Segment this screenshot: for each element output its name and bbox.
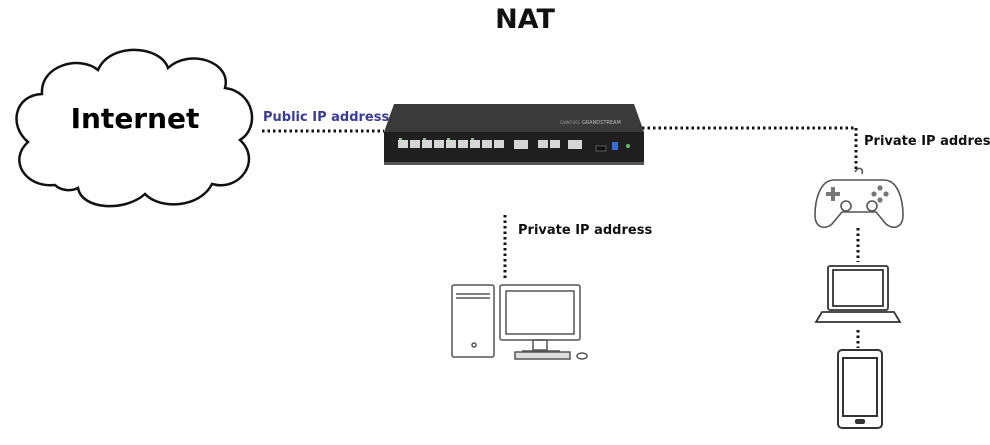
router-icon: GRANDSTREAM GWN7001 [384, 104, 644, 165]
private-ip-label-pc: Private IP address [518, 223, 653, 238]
router-model-text: GWN7001 [560, 120, 581, 125]
laptop-icon [814, 265, 902, 323]
smartphone-icon [837, 349, 883, 429]
internet-label: Internet [70, 102, 200, 135]
router-brand-text: GRANDSTREAM [582, 120, 621, 126]
private-ip-label-right: Private IP address [864, 134, 990, 149]
connection-lines [262, 126, 860, 348]
internet-cloud-icon [15, 48, 254, 208]
desktop-computer-icon [451, 284, 588, 360]
game-controller-icon [814, 167, 904, 229]
public-ip-label: Public IP address [263, 110, 390, 125]
diagram-title: NAT [495, 4, 555, 35]
